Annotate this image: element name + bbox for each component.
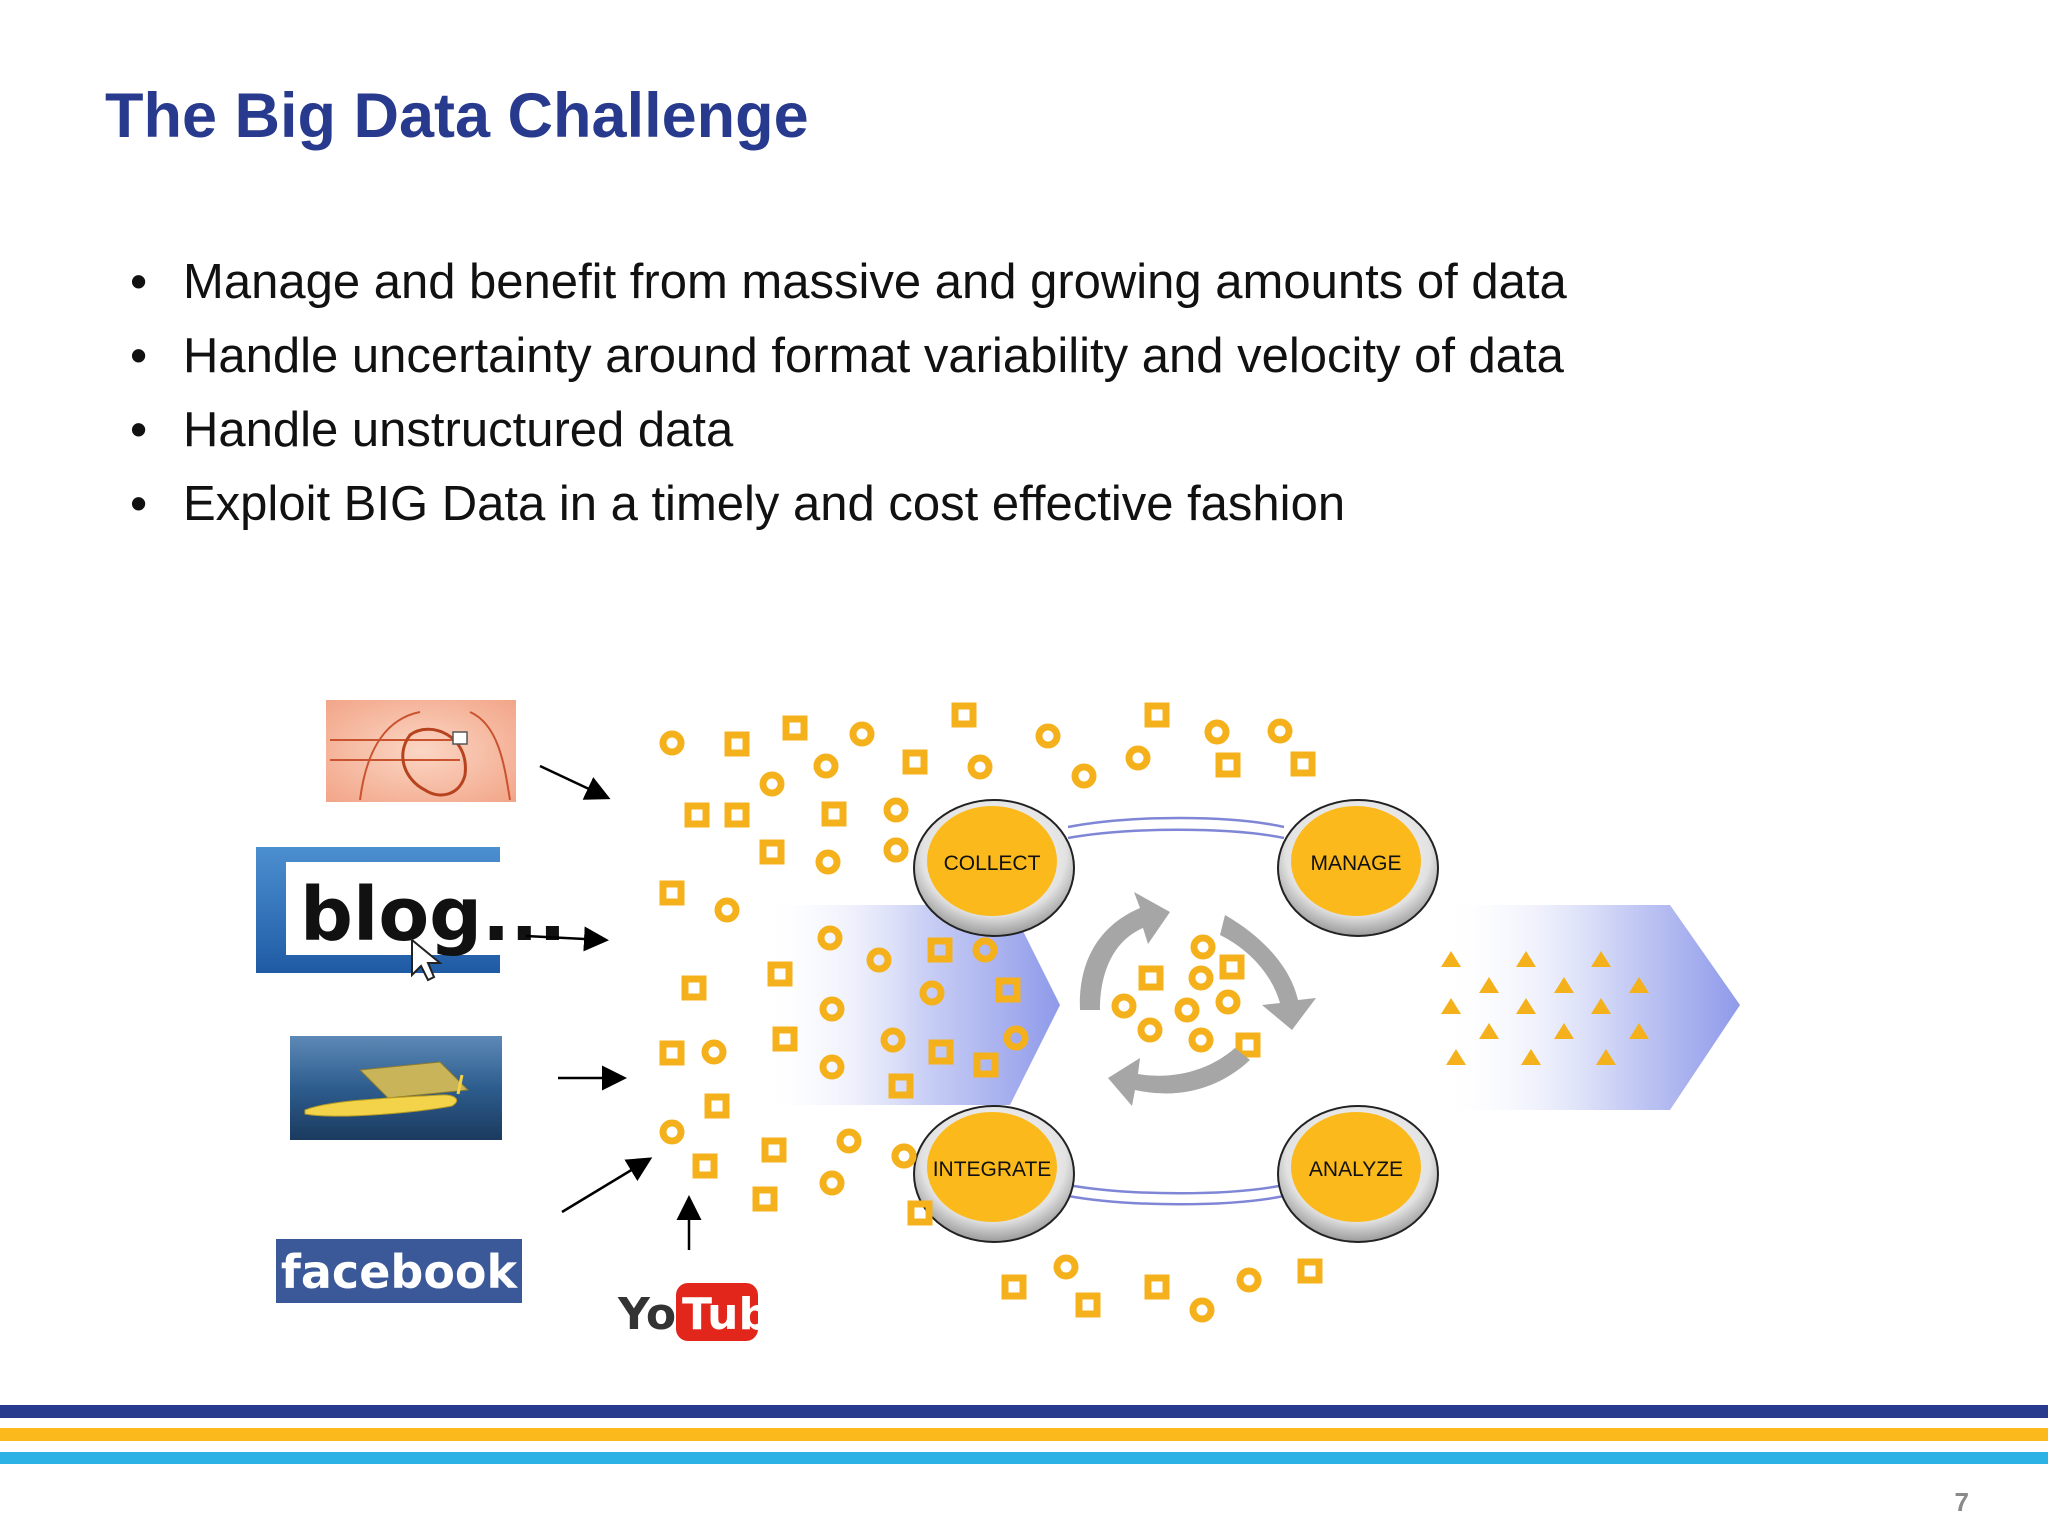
source-arrows [525,764,702,1250]
page-number: 7 [1954,1487,1969,1517]
ocean-glider-image [290,1036,502,1140]
bullet-item: •Handle unstructured data [130,403,734,457]
youtube-logo: You Tube [617,1283,800,1341]
cycle-connectors [1067,816,1285,1206]
blog-image: blog... [256,847,566,982]
bullet-item: •Manage and benefit from massive and gro… [130,255,1567,309]
bullet-item: •Exploit BIG Data in a timely and cost e… [130,477,1346,531]
analyze-node: ANALYZE [1277,1105,1439,1243]
manage-node: MANAGE [1277,799,1439,937]
youtube-tube-label: Tube [682,1289,800,1340]
footer-stripe-navy [0,1405,2048,1418]
footer-stripe-yellow [0,1428,2048,1441]
blog-label: blog... [300,872,566,958]
bullet-text: Handle unstructured data [183,403,734,457]
slide-title: The Big Data Challenge [105,81,809,151]
analyze-label: ANALYZE [1309,1158,1403,1181]
integrate-label: INTEGRATE [933,1158,1052,1181]
bullet-text: Handle uncertainty around format variabi… [183,329,1564,383]
manage-label: MANAGE [1310,852,1401,875]
facebook-logo: facebook [276,1239,522,1303]
data-particles [659,702,1323,1323]
collect-node: COLLECT [913,799,1075,937]
bullet-list: •Manage and benefit from massive and gro… [130,253,1567,549]
bullet-text: Manage and benefit from massive and grow… [183,255,1567,309]
heart-image [326,700,516,802]
bullet-item: •Handle uncertainty around format variab… [130,329,1564,383]
output-flow-arrow [1440,905,1740,1110]
cycle-arrows-icon [1079,892,1316,1106]
integrate-node: INTEGRATE [913,1105,1075,1243]
output-particles [1441,951,1649,1065]
facebook-label: facebook [281,1245,519,1299]
collect-label: COLLECT [944,852,1041,875]
footer-stripe-cyan [0,1452,2048,1464]
edge-particles [883,837,933,1226]
bullet-text: Exploit BIG Data in a timely and cost ef… [183,477,1346,531]
